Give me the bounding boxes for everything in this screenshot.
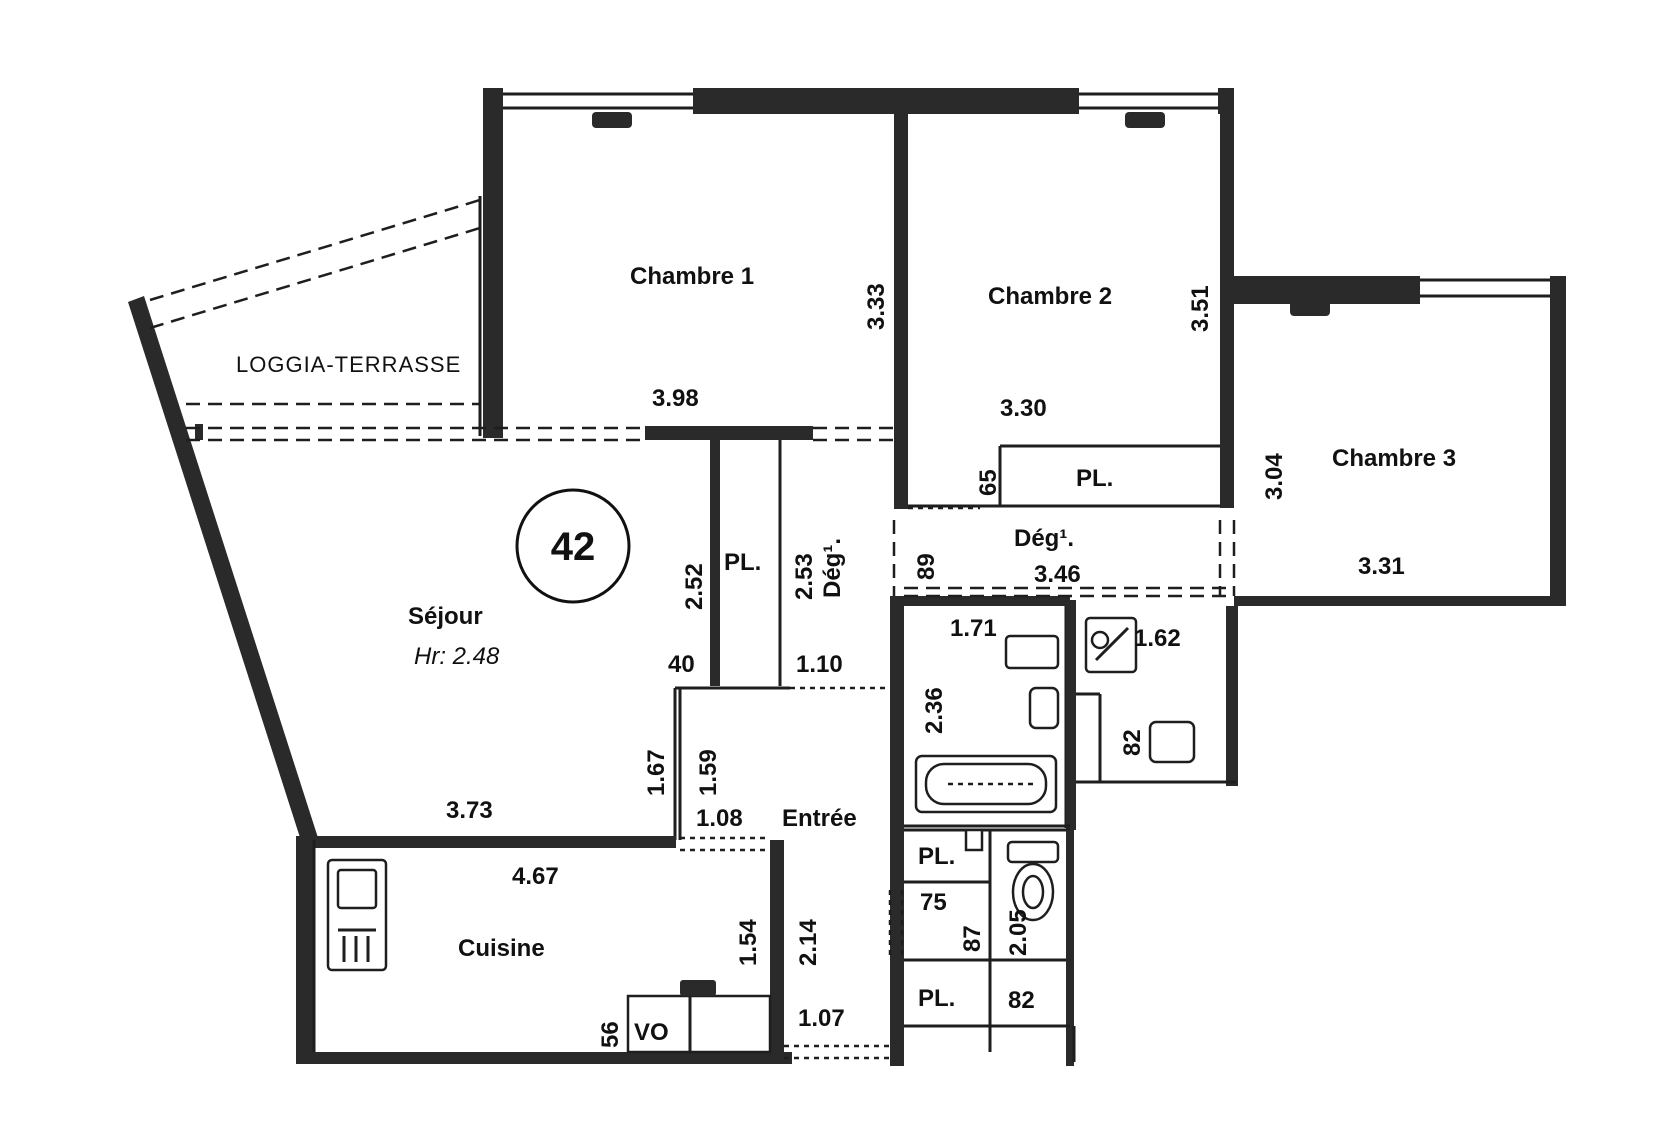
dim-75: 75 — [920, 889, 947, 916]
dim-chambre2-height: 3.51 — [1187, 285, 1214, 332]
vide-ordures-label: VO — [634, 1019, 669, 1046]
dim-wc-82a: 82 — [1119, 729, 1146, 756]
dim-bath-171: 1.71 — [950, 615, 997, 642]
room-entree: Entrée — [782, 805, 857, 832]
room-chambre-1: Chambre 1 — [630, 263, 754, 290]
dim-chambre2-width: 3.30 — [1000, 395, 1047, 422]
dim-40: 40 — [668, 651, 695, 678]
dim-87: 87 — [959, 925, 986, 952]
dim-placard-253: 2.53 — [791, 553, 818, 600]
dim-159: 1.59 — [695, 749, 722, 796]
dim-shower-162: 1.62 — [1134, 625, 1181, 652]
dim-sejour-252: 2.52 — [681, 563, 708, 610]
toilet-icon — [1006, 840, 1060, 864]
washbasin-icon — [1004, 634, 1060, 670]
dim-chambre1-width: 3.98 — [652, 385, 699, 412]
placard-wc-bottom: PL. — [918, 985, 955, 1012]
dim-cuisine-154: 1.54 — [735, 919, 762, 966]
room-degagement: Dég¹. — [1014, 525, 1074, 552]
dim-deg-89: 89 — [913, 553, 940, 580]
dim-chambre1-height: 3.33 — [863, 283, 890, 330]
dim-cuisine-467: 4.67 — [512, 863, 559, 890]
room-chambre-3: Chambre 3 — [1332, 445, 1456, 472]
apartment-number: 42 — [551, 525, 596, 569]
room-loggia-terrasse: LOGGIA-TERRASSE — [236, 352, 461, 377]
dim-sejour-373: 3.73 — [446, 797, 493, 824]
room-sejour: Séjour — [408, 603, 483, 630]
walls — [128, 88, 1566, 1066]
dim-chambre3-height: 3.04 — [1261, 453, 1288, 500]
dim-56: 56 — [597, 1021, 624, 1048]
placard-chambre-2: PL. — [1076, 465, 1113, 492]
placard-wc-top: PL. — [918, 843, 955, 870]
dim-chambre3-width: 3.31 — [1358, 553, 1405, 580]
fixtures — [326, 488, 1196, 1054]
dim-degagement-width: 3.46 — [1034, 561, 1081, 588]
dim-bath-236: 2.36 — [921, 687, 948, 734]
dim-entree-107: 1.07 — [798, 1005, 845, 1032]
dim-110: 1.10 — [796, 651, 843, 678]
sejour-height: Hr: 2.48 — [414, 643, 500, 670]
dim-82b: 82 — [1008, 987, 1035, 1014]
room-labels: 42 Chambre 1 Chambre 2 Chambre 3 LOGGIA-… — [236, 263, 1456, 1046]
dimension-labels: 3.98 3.33 3.30 3.51 3.31 3.04 3.46 89 65… — [446, 283, 1405, 1048]
room-chambre-2: Chambre 2 — [988, 283, 1112, 310]
dim-entree-214: 2.14 — [795, 919, 822, 966]
apartment-number-circle — [515, 488, 631, 604]
dim-167: 1.67 — [643, 749, 670, 796]
placard-corridor: PL. — [724, 549, 761, 576]
dim-wc-205: 2.05 — [1005, 909, 1032, 956]
room-degagement-vertical: Dég¹. — [819, 538, 846, 598]
dim-placard-65: 65 — [975, 469, 1002, 496]
dim-108: 1.08 — [696, 805, 743, 832]
room-cuisine: Cuisine — [458, 935, 545, 962]
openings — [149, 196, 1236, 1060]
